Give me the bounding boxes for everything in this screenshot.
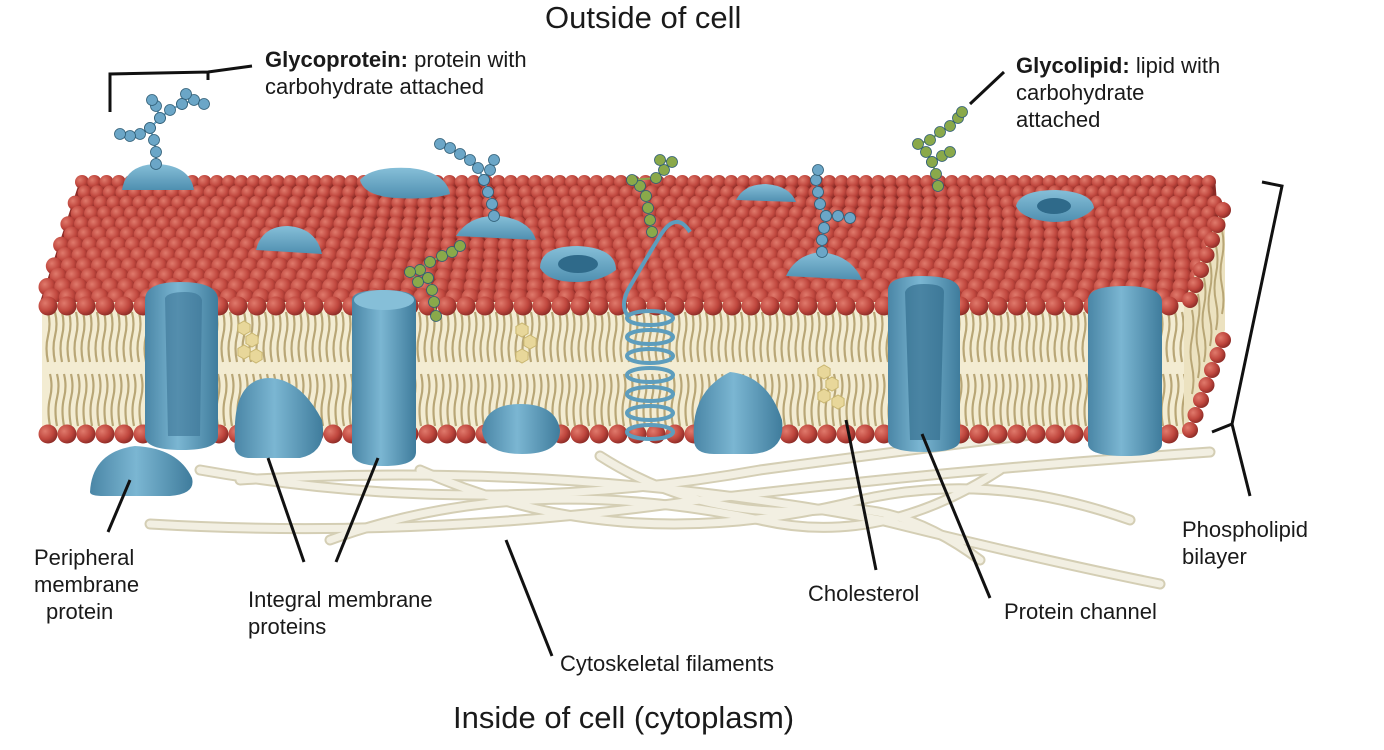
cholesterol-molecules: [237, 320, 845, 410]
integral-protein-under-center: [482, 404, 560, 454]
channel-line: [920, 433, 992, 599]
integral-protein-far-right: [1088, 286, 1162, 456]
glycolipid-desc-2: carbohydrate: [1016, 80, 1145, 105]
integral-line-1-text: Integral membrane: [248, 587, 433, 612]
integral-line-2-text: proteins: [248, 614, 327, 639]
protein-channel-right: [888, 276, 960, 452]
surface-protein-glyco-center: [456, 215, 536, 240]
carbohydrate-chains: [114, 88, 968, 322]
peripheral-line-1: Peripheral: [34, 545, 135, 570]
peripheral-line-2: membrane: [34, 572, 140, 597]
cholesterol-label: Cholesterol: [808, 581, 920, 606]
glycolipid-line: [968, 70, 1006, 106]
glycoprotein-term: Glycoprotein:: [265, 47, 409, 72]
glycoprotein-bracket: [108, 64, 253, 112]
side-face-tails: [1189, 229, 1225, 395]
surface-protein-small: [736, 184, 796, 202]
phospholipid-line-1: Phospholipid: [1182, 517, 1308, 542]
integral-protein-mid-lower: [693, 372, 783, 454]
phospholipid-line-2: bilayer: [1182, 544, 1247, 569]
surface-protein-left-mid: [256, 226, 322, 254]
transmembrane-helix: [622, 220, 692, 441]
inside-label: Inside of cell (cytoplasm): [453, 700, 795, 735]
integral-protein-wedge: [234, 378, 324, 458]
glycolipid-desc-3: attached: [1016, 107, 1101, 132]
leader-lines: [106, 64, 1284, 657]
surface-channel-right: [1016, 190, 1094, 222]
surface-channel-center: [540, 246, 616, 282]
glycoprotein-desc-1: protein with: [414, 47, 527, 72]
glycolipid-desc-1: lipid with: [1135, 53, 1221, 78]
peripheral-line: [106, 479, 132, 533]
outside-label: Outside of cell: [545, 0, 742, 35]
cytoskeletal-label: Cytoskeletal filaments: [560, 651, 774, 676]
surface-protein-glycoprotein: [122, 164, 194, 190]
cytoskeletal-line: [504, 539, 554, 657]
surface-protein-glyco-right: [786, 252, 862, 280]
peripheral-label: Peripheral membrane protein: [34, 544, 139, 625]
integral-line-1: [266, 457, 306, 563]
cholesterol-line: [844, 419, 878, 571]
glycolipid-term: Glycolipid:: [1016, 53, 1130, 78]
peripheral-protein: [90, 446, 193, 496]
integral-label: Integral membrane proteins: [248, 586, 433, 640]
integral-protein-left: [145, 282, 218, 450]
bilayer-bracket: [1211, 180, 1284, 497]
phospholipid-label: Phospholipid bilayer: [1182, 516, 1308, 570]
integral-line-2: [334, 457, 380, 563]
peripheral-line-3: protein: [46, 599, 114, 624]
channel-label: Protein channel: [1004, 599, 1157, 624]
glycoprotein-label: Glycoprotein: protein with carbohydrate …: [265, 46, 527, 100]
integral-protein-center-left: [352, 290, 416, 466]
surface-protein-rock: [360, 167, 450, 199]
glycoprotein-desc-2: carbohydrate attached: [265, 74, 484, 99]
glycolipid-label: Glycolipid: lipid with carbohydrate atta…: [1016, 52, 1220, 133]
